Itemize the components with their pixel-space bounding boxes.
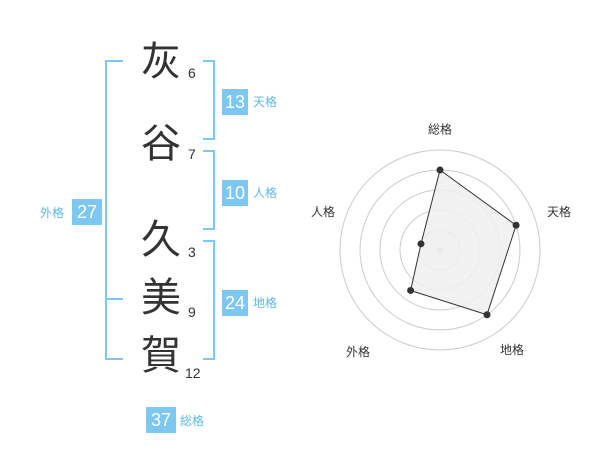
radar-axis-label-2: 天格 [547, 204, 571, 219]
soukaku-value-badge: 37 [146, 407, 176, 433]
radar-point-5 [417, 240, 425, 248]
radar-point-2 [512, 221, 520, 229]
radar-grid-ring-5 [339, 149, 541, 351]
radar-area [410, 169, 517, 316]
radar-point-4 [407, 286, 415, 294]
name-char-4: 美 [141, 275, 181, 321]
jinkaku-bracket-top [203, 150, 215, 152]
tenkaku-value-badge: 13 [222, 89, 248, 115]
gaikaku-bracket-spine [105, 60, 107, 360]
name-char-1: 灰 [141, 39, 181, 85]
stroke-count-5: 12 [185, 365, 201, 381]
stroke-count-2: 7 [188, 146, 196, 162]
chikaku-value-badge: 24 [222, 290, 248, 316]
stroke-count-4: 9 [188, 304, 196, 320]
tenkaku-bracket-spine [213, 60, 215, 140]
stroke-count-3: 3 [188, 244, 196, 260]
jinkaku-value-badge: 10 [222, 180, 248, 206]
name-char-3: 久 [141, 217, 181, 263]
radar-axis-label-1: 総格 [428, 122, 452, 137]
chikaku-bracket-top [203, 240, 215, 242]
gaikaku-bracket-mid [105, 298, 123, 300]
soukaku-label: 総格 [180, 414, 205, 428]
jinkaku-bracket-bottom [203, 228, 215, 230]
chikaku-bracket-bottom [203, 358, 215, 360]
radar-axis-label-4: 外格 [346, 344, 370, 359]
chikaku-label: 地格 [253, 296, 278, 310]
jinkaku-label: 人格 [253, 186, 278, 200]
chikaku-bracket-spine [213, 240, 215, 360]
gaikaku-label: 外格 [40, 206, 65, 220]
name-char-5: 賀 [141, 333, 181, 379]
jinkaku-bracket-spine [213, 150, 215, 230]
gaikaku-bracket-bottom [105, 358, 123, 360]
name-char-2: 谷 [141, 121, 181, 167]
radar-axis-label-3: 地格 [500, 342, 524, 357]
radar-axis-label-5: 人格 [311, 204, 335, 219]
tenkaku-bracket-top [203, 60, 215, 62]
tenkaku-bracket-bottom [203, 138, 215, 140]
gaikaku-value-badge: 27 [72, 199, 102, 225]
gaikaku-bracket-top [105, 60, 123, 62]
stroke-count-1: 6 [188, 65, 196, 81]
radar-point-3 [483, 311, 491, 319]
radar-point-1 [436, 166, 444, 174]
tenkaku-label: 天格 [253, 95, 278, 109]
